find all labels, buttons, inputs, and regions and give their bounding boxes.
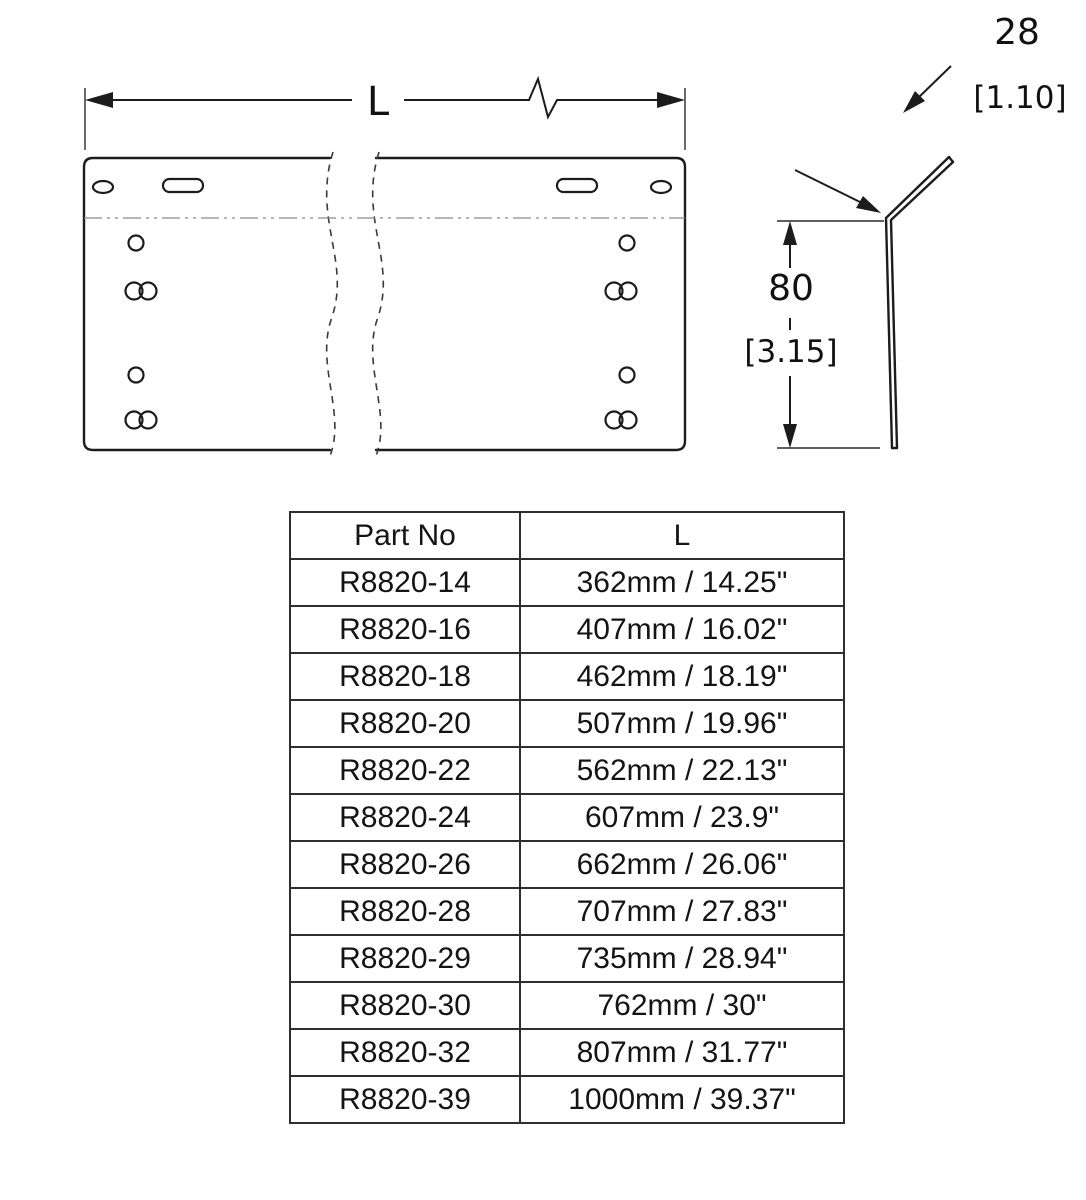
round-hole bbox=[618, 234, 636, 252]
right-arrowhead bbox=[657, 92, 685, 108]
table-cell: R8820-22 bbox=[289, 746, 521, 795]
double-hole bbox=[124, 410, 158, 430]
double-hole bbox=[604, 410, 638, 430]
table-header-row: Part No L bbox=[289, 511, 845, 560]
col-header-part-no: Part No bbox=[289, 511, 521, 560]
bracket-drawing: L bbox=[82, 12, 1067, 457]
col-header-length: L bbox=[519, 511, 845, 560]
table-cell: R8820-26 bbox=[289, 840, 521, 889]
table-cell: R8820-30 bbox=[289, 981, 521, 1030]
table-cell: R8820-20 bbox=[289, 699, 521, 748]
round-hole bbox=[127, 366, 145, 384]
table-cell: R8820-18 bbox=[289, 652, 521, 701]
double-hole bbox=[604, 281, 638, 301]
slot-hole bbox=[161, 177, 205, 194]
oval-hole bbox=[91, 179, 115, 195]
slot-hole bbox=[555, 177, 599, 194]
table-cell: R8820-32 bbox=[289, 1028, 521, 1077]
flange-dim-inch: [1.10] bbox=[973, 80, 1066, 116]
left-arrowhead bbox=[85, 92, 113, 108]
table-cell: 1000mm / 39.37" bbox=[519, 1075, 845, 1124]
dimension-break-symbol bbox=[516, 75, 568, 120]
height-arrowhead-down bbox=[783, 424, 797, 448]
table-cell: R8820-39 bbox=[289, 1075, 521, 1124]
side-profile-view: 28 [1.10] 80 [3.15] bbox=[744, 12, 1067, 450]
height-dim-inch: [3.15] bbox=[744, 334, 837, 370]
break-line-left bbox=[325, 151, 339, 457]
table-cell: 662mm / 26.06" bbox=[519, 840, 845, 889]
plate-left-half bbox=[82, 156, 332, 452]
table-cell: 562mm / 22.13" bbox=[519, 746, 845, 795]
table-cell: 407mm / 16.02" bbox=[519, 605, 845, 654]
table-cell: R8820-28 bbox=[289, 887, 521, 936]
profile-outer-line bbox=[884, 155, 951, 450]
table-cell: 762mm / 30" bbox=[519, 981, 845, 1030]
table-cell: 807mm / 31.77" bbox=[519, 1028, 845, 1077]
break-line-right bbox=[371, 151, 385, 457]
round-hole bbox=[127, 234, 145, 252]
table-cell: 362mm / 14.25" bbox=[519, 558, 845, 607]
table-cell: 707mm / 27.83" bbox=[519, 887, 845, 936]
height-arrowhead-up bbox=[783, 221, 797, 245]
double-hole bbox=[124, 281, 158, 301]
table-cell: R8820-24 bbox=[289, 793, 521, 842]
bend-pointer-arrowhead bbox=[856, 196, 881, 213]
table-cell: 607mm / 23.9" bbox=[519, 793, 845, 842]
table-cell: 462mm / 18.19" bbox=[519, 652, 845, 701]
oval-hole bbox=[649, 179, 673, 195]
plate-top-view bbox=[82, 151, 687, 457]
table-cell: 507mm / 19.96" bbox=[519, 699, 845, 748]
profile-inner-line bbox=[889, 160, 955, 450]
table-cell: R8820-14 bbox=[289, 558, 521, 607]
table-cell: R8820-16 bbox=[289, 605, 521, 654]
table-cell: R8820-29 bbox=[289, 934, 521, 983]
height-dim-mm: 80 bbox=[768, 268, 814, 309]
flange-dim-mm: 28 bbox=[994, 12, 1040, 53]
length-dimension: L bbox=[84, 75, 686, 150]
flange-leader-arrowhead bbox=[903, 91, 925, 113]
plate-right-half bbox=[374, 156, 687, 452]
table-cell: 735mm / 28.94" bbox=[519, 934, 845, 983]
round-hole bbox=[618, 366, 636, 384]
length-dimension-label: L bbox=[367, 79, 390, 125]
